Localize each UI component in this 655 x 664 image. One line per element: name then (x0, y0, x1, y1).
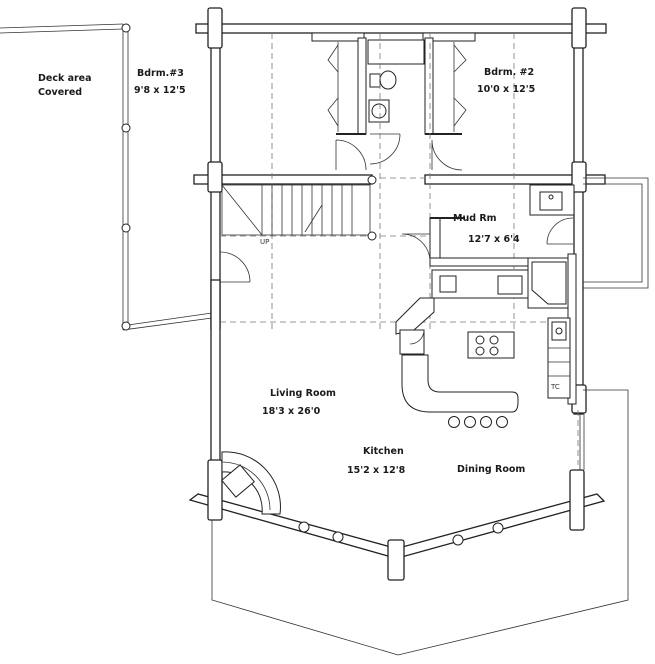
bdrm2-name: Bdrm. #2 (484, 67, 534, 78)
stairs (219, 175, 377, 283)
front-deck (211, 389, 629, 656)
deck-label-line2: Covered (38, 87, 82, 98)
living-name: Living Room (270, 388, 336, 399)
living-size: 18'3 x 26'0 (262, 406, 321, 417)
mudroom-fixtures (401, 184, 575, 267)
bdrm3-name: Bdrm.#3 (137, 68, 184, 79)
stairs-up-label: UP (260, 238, 269, 246)
kitchen-fixtures (395, 253, 579, 465)
room-labels: Deck area Covered Bdrm.#3 9'8 x 12'5 Bdr… (38, 67, 560, 476)
window-posts (298, 521, 504, 546)
bdrm3-size: 9'8 x 12'5 (134, 85, 186, 96)
bdrm2-size: 10'0 x 12'5 (477, 84, 535, 95)
tc-label: TC (550, 383, 560, 391)
kitchen-size: 15'2 x 12'8 (347, 465, 406, 476)
overhead-beams (220, 33, 574, 330)
covered-deck (0, 23, 213, 331)
mudroom-size: 12'7 x 6'4 (468, 234, 520, 245)
dining-name: Dining Room (457, 464, 525, 475)
kitchen-name: Kitchen (363, 446, 404, 457)
deck-label-line1: Deck area (38, 73, 92, 84)
round-feature (221, 451, 281, 515)
mudroom-name: Mud Rm (453, 213, 497, 224)
interior-walls (311, 32, 476, 171)
side-entry-deck (583, 177, 649, 289)
